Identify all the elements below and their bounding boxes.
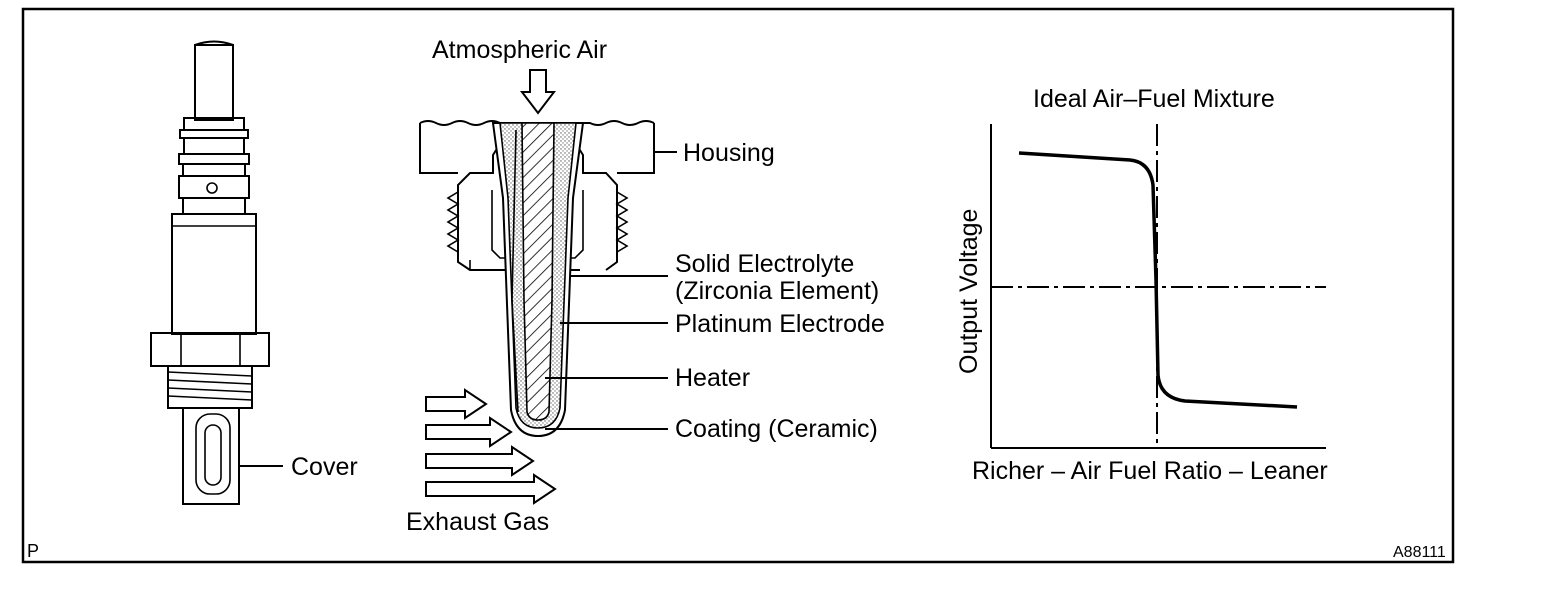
exhaust-arrow-icon	[425, 388, 488, 420]
x-axis-label: Richer – Air Fuel Ratio – Leaner	[972, 457, 1328, 485]
y-axis-label: Output Voltage	[955, 209, 983, 374]
exhaust-flow-arrows	[425, 388, 557, 505]
voltage-graph	[990, 124, 1326, 449]
output-voltage-curve	[1018, 151, 1298, 409]
cover-label: Cover	[291, 453, 358, 481]
housing-label: Housing	[683, 139, 775, 167]
figure-code: A88111	[1393, 544, 1446, 561]
electrolyte-label-line1: Solid Electrolyte	[675, 250, 854, 278]
figure-frame	[21, 7, 1455, 564]
air-inlet-arrow-icon	[519, 69, 557, 115]
atmospheric-air-label: Atmospheric Air	[432, 36, 607, 64]
electrode-label: Platinum Electrode	[675, 310, 885, 338]
corner-letter: P	[27, 541, 39, 561]
sensor-cross-section	[419, 120, 655, 438]
graph-title: Ideal Air–Fuel Mixture	[1033, 85, 1275, 113]
exhaust-gas-label: Exhaust Gas	[406, 508, 549, 536]
heater-label: Heater	[675, 364, 750, 392]
exhaust-arrow-icon	[425, 416, 513, 448]
exhaust-arrow-icon	[425, 445, 535, 477]
electrolyte-label-line2: (Zirconia Element)	[675, 277, 879, 305]
oxygen-sensor-external	[150, 40, 283, 505]
exhaust-arrow-icon	[425, 473, 557, 505]
coating-label: Coating (Ceramic)	[675, 415, 878, 443]
